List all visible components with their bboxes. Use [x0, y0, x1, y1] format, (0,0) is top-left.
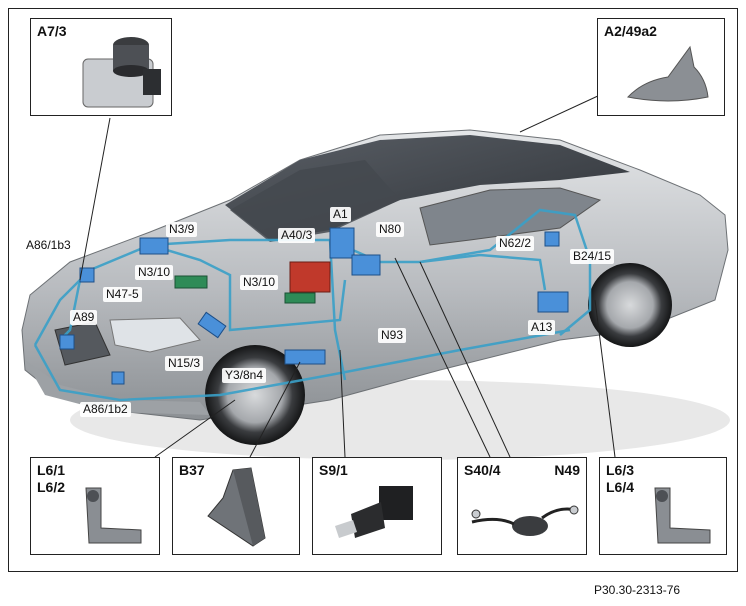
car-windshield [230, 160, 400, 242]
wiring-harness [33, 208, 592, 402]
module-n3-10-b [284, 292, 316, 304]
inset-title-n49: N49 [554, 462, 580, 478]
figure-id: P30.30-2313-76 [594, 583, 681, 597]
inset-l6-3-l6-4: L6/3 L6/4 [599, 457, 727, 555]
car-headlight [109, 317, 201, 353]
car-side-window [419, 187, 602, 246]
label-a13: A13 [528, 320, 556, 335]
label-n47-5: N47-5 [103, 287, 142, 302]
diagram-frame [8, 8, 738, 572]
label-a40-3: A40/3 [278, 228, 316, 243]
module-n3-10-a [174, 275, 208, 289]
inset-title-s40-4: S40/4 [464, 462, 501, 478]
label-n3-9: N3/9 [166, 222, 198, 237]
inset-a7-3: A7/3 [30, 18, 172, 116]
label-n80: N80 [376, 222, 405, 237]
inset-a2-49a2: A2/49a2 [597, 18, 725, 116]
inset-s40-4-n49: S40/4 N49 [457, 457, 587, 555]
module-n3-9 [139, 237, 169, 255]
module-a13 [537, 291, 569, 313]
inset-title-a7-3: A7/3 [37, 23, 67, 39]
inset-title-l6-4: L6/4 [606, 479, 635, 495]
brake-light-switch-icon [335, 486, 413, 538]
inset-title-s9-1: S9/1 [319, 462, 348, 478]
abs-unit-icon [82, 37, 161, 108]
label-a86-1b2: A86/1b2 [80, 402, 131, 417]
accelerator-pedal-icon [207, 467, 266, 547]
rear-speed-sensor-icon [654, 487, 711, 544]
module-n15-3 [197, 311, 227, 339]
rear-wheel [588, 263, 672, 347]
inset-b37: B37 [172, 457, 300, 555]
label-a89: A89 [70, 310, 98, 325]
module-n62-2 [544, 231, 560, 247]
label-y3-8n4: Y3/8n4 [222, 368, 267, 383]
module-y3-8n4 [284, 349, 326, 365]
steering-column-module-icon [471, 505, 579, 536]
inset-title-a2-49a2: A2/49a2 [604, 23, 657, 39]
speed-sensor-icon [85, 487, 142, 544]
module-a89 [59, 334, 75, 350]
label-n3-10-b: N3/10 [240, 275, 279, 290]
car-bumper [25, 360, 210, 415]
label-n3-10-a: N3/10 [135, 265, 174, 280]
label-a86-1b3: A86/1b3 [23, 238, 74, 253]
leader-lines [79, 94, 616, 458]
module-a86-1b2 [111, 371, 125, 385]
label-n15-3: N15/3 [165, 356, 204, 371]
inset-title-l6-1: L6/1 [37, 462, 66, 478]
inset-title-l6-2: L6/2 [37, 479, 66, 495]
module-a40-3 [289, 261, 331, 293]
module-n80 [351, 254, 381, 276]
module-a86-1b3 [79, 267, 95, 283]
inset-title-l6-3: L6/3 [606, 462, 635, 478]
module-a1 [329, 227, 355, 259]
label-n93: N93 [378, 328, 407, 343]
inset-l6-1-l6-2: L6/1 L6/2 [30, 457, 160, 555]
inset-s9-1: S9/1 [312, 457, 442, 555]
inset-title-b37: B37 [179, 462, 205, 478]
label-n62-2: N62/2 [496, 236, 535, 251]
label-b24-15: B24/15 [570, 249, 615, 264]
roof-antenna-icon [627, 45, 709, 102]
label-a1: A1 [330, 207, 351, 222]
